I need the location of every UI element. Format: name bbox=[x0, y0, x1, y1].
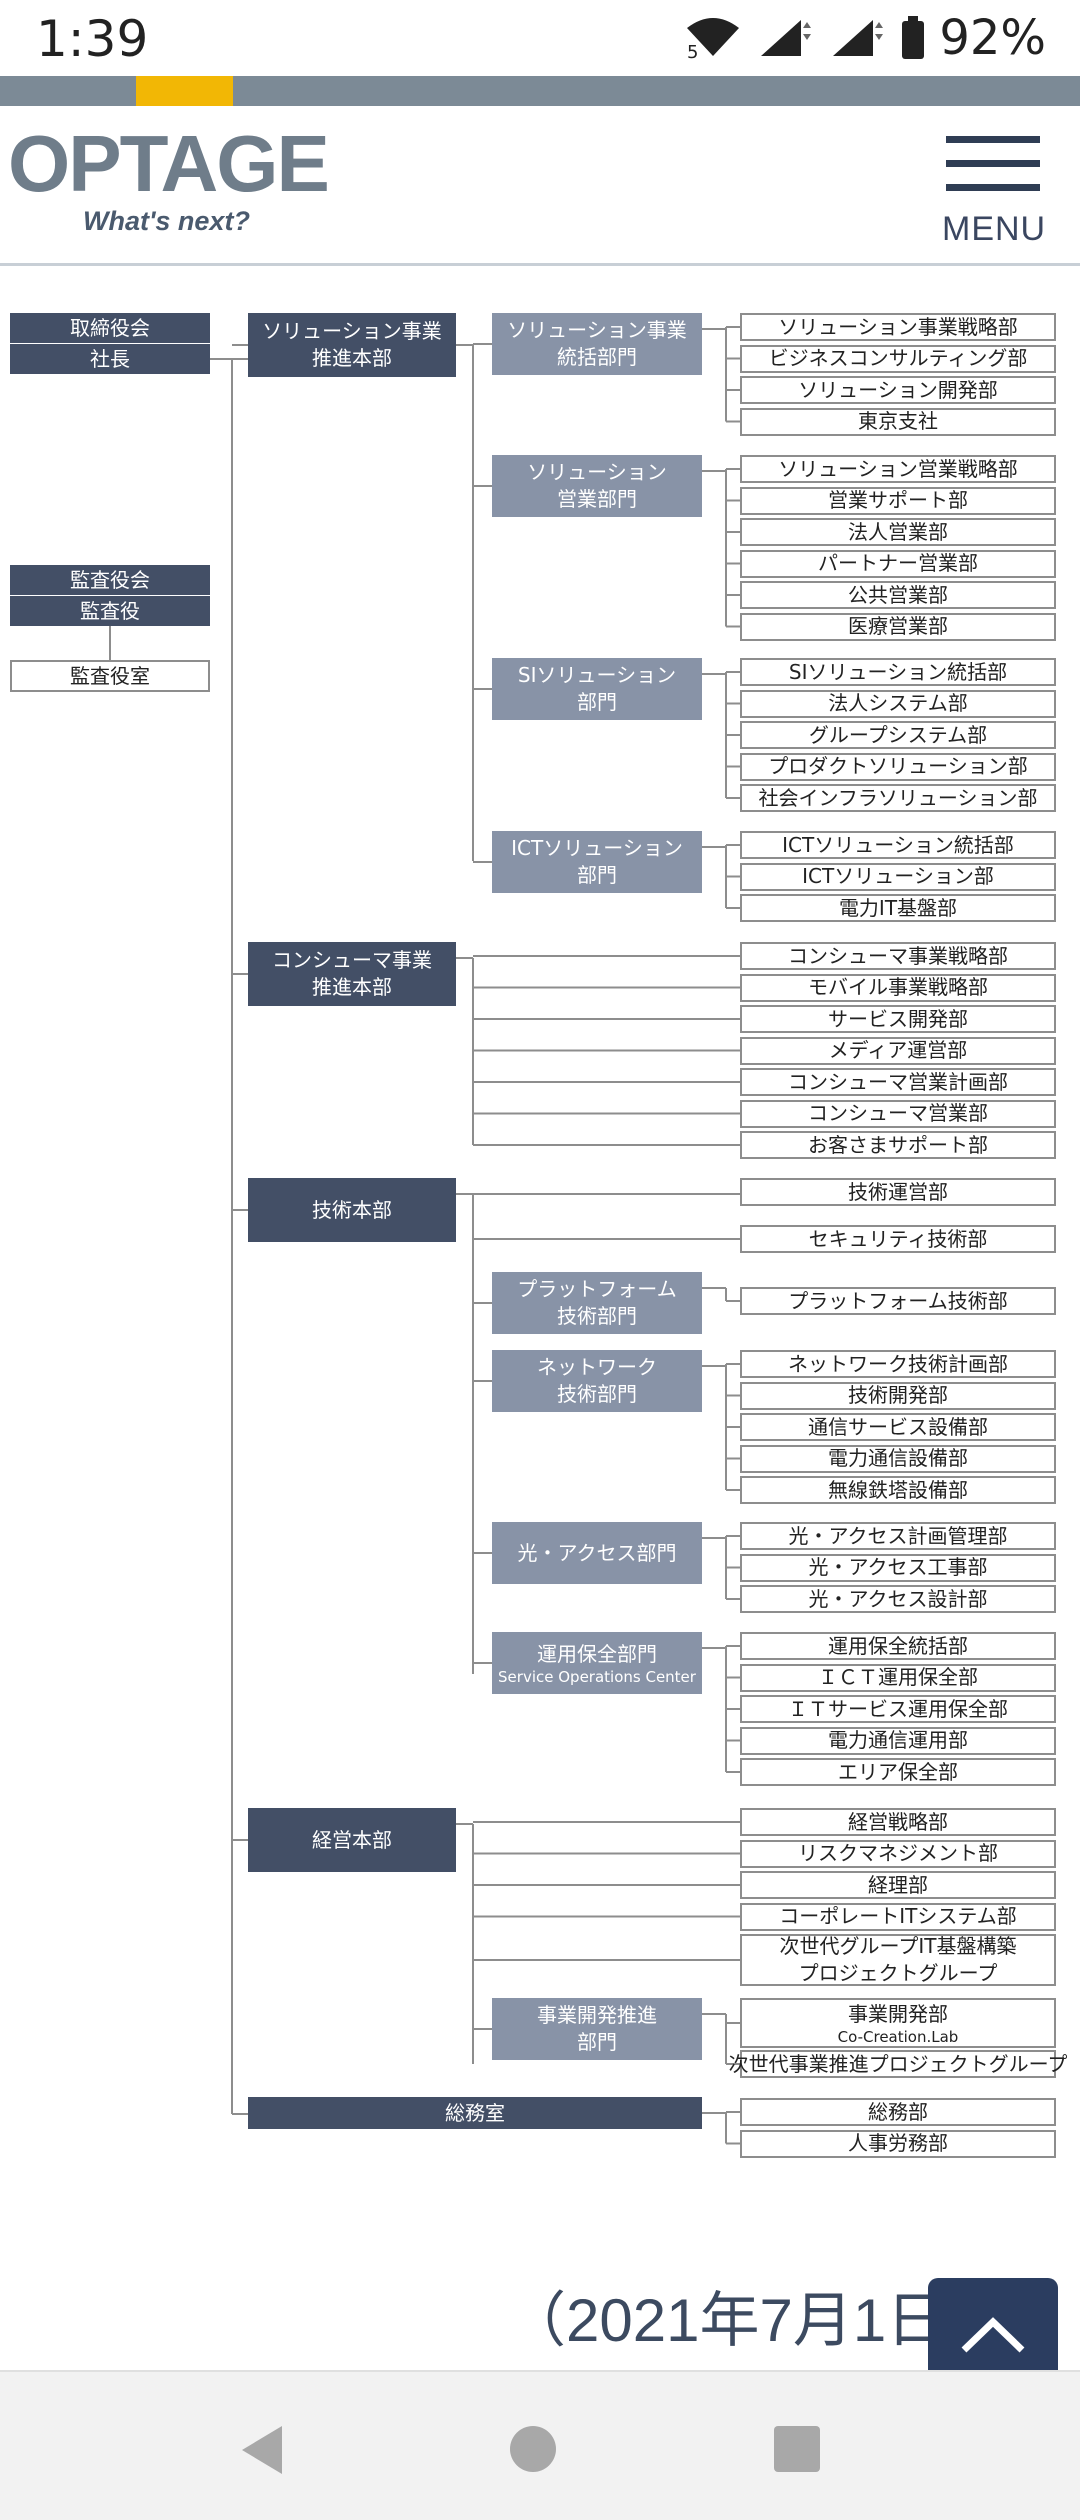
department-box: 光・アクセス計画管理部 bbox=[740, 1522, 1056, 1550]
box-subtitle: Service Operations Center bbox=[498, 1667, 696, 1686]
department-box: 人事労務部 bbox=[740, 2129, 1056, 2158]
department-box: SIソリューション統括部 bbox=[740, 658, 1056, 686]
department-box: ビジネスコンサルティング部 bbox=[740, 344, 1056, 373]
management-hq-box: 経営本部 bbox=[248, 1808, 456, 1872]
home-icon[interactable] bbox=[510, 2426, 556, 2472]
department-box: 東京支社 bbox=[740, 407, 1056, 436]
department-box: プロダクトソリューション部 bbox=[740, 752, 1056, 781]
consumer-hq-box: コンシューマ事業推進本部 bbox=[248, 942, 456, 1006]
solution-division-box: SIソリューション部門 bbox=[492, 658, 702, 720]
department-box: セキュリティ技術部 bbox=[740, 1225, 1056, 1253]
network-tag: 5 bbox=[687, 42, 698, 60]
department-box: 社会インフラソリューション部 bbox=[740, 784, 1056, 812]
department-box: 医療営業部 bbox=[740, 612, 1056, 641]
department-box: 通信サービス設備部 bbox=[740, 1413, 1056, 1441]
status-time: 1:39 bbox=[36, 10, 149, 68]
logo-wordmark: OPTAGE bbox=[8, 119, 330, 208]
general-affairs-box: 総務室 bbox=[248, 2097, 702, 2129]
department-box: ＩＴサービス運用保全部 bbox=[740, 1695, 1056, 1723]
department-box: 運用保全統括部 bbox=[740, 1632, 1056, 1660]
department-box: 次世代事業推進プロジェクトグループ bbox=[729, 2050, 1067, 2078]
department-box: コンシューマ事業戦略部 bbox=[740, 942, 1056, 970]
department-box: 電力IT基盤部 bbox=[740, 894, 1056, 922]
site-header: OPTAGE What's next? MENU bbox=[0, 106, 1080, 266]
reading-progress-fill bbox=[136, 76, 233, 106]
tech-division-box: ネットワーク技術部門 bbox=[492, 1350, 702, 1412]
status-bar: 1:39 5 92% bbox=[0, 0, 1080, 76]
org-chart-lines bbox=[109, 326, 740, 2145]
department-box: ネットワーク技術計画部 bbox=[740, 1350, 1056, 1378]
as-of-date: （2021年7月1日現 bbox=[506, 2287, 1007, 2354]
signal-icon bbox=[757, 16, 815, 60]
department-box: ＩＣＴ運用保全部 bbox=[740, 1663, 1056, 1692]
chevron-up-icon bbox=[961, 2317, 1025, 2353]
department-box: コンシューマ営業部 bbox=[740, 1099, 1056, 1128]
department-box: 技術運営部 bbox=[740, 1178, 1056, 1206]
menu-button[interactable]: MENU bbox=[942, 136, 1047, 256]
hamburger-icon bbox=[946, 136, 1040, 143]
solution-division-box: ソリューション営業部門 bbox=[492, 455, 702, 517]
department-box: 法人システム部 bbox=[740, 689, 1056, 718]
audit-office-box: 監査役室 bbox=[10, 660, 210, 692]
business-dev-division-box: 事業開発推進部門 bbox=[492, 1998, 702, 2060]
department-box: グループシステム部 bbox=[740, 721, 1056, 749]
department-box: 技術開発部 bbox=[740, 1381, 1056, 1410]
department-box: 経営戦略部 bbox=[740, 1808, 1056, 1836]
department-box: お客さまサポート部 bbox=[740, 1131, 1056, 1159]
recent-apps-icon[interactable] bbox=[774, 2426, 820, 2472]
department-box: ICTソリューション統括部 bbox=[740, 831, 1056, 859]
box-subtitle: Co-Creation.Lab bbox=[837, 2027, 959, 2046]
department-box: プラットフォーム技術部 bbox=[740, 1287, 1056, 1315]
department-box: 総務部 bbox=[740, 2098, 1056, 2126]
board-of-directors-box: 取締役会 bbox=[10, 313, 210, 343]
department-box: コーポレートITシステム部 bbox=[740, 1902, 1056, 1931]
org-chart: 取締役会社長監査役会監査役監査役室 ソリューション事業推進本部ソリューション事業統… bbox=[0, 268, 1080, 2368]
department-box: 電力通信設備部 bbox=[740, 1444, 1056, 1473]
logo-tagline: What's next? bbox=[83, 206, 250, 236]
wifi-icon: 5 bbox=[683, 16, 743, 60]
tech-hq-box: 技術本部 bbox=[248, 1178, 456, 1242]
department-box: 電力通信運用部 bbox=[740, 1726, 1056, 1755]
department-box: パートナー営業部 bbox=[740, 549, 1056, 578]
department-box-two-line: 次世代グループIT基盤構築プロジェクトグループ bbox=[740, 1934, 1056, 1986]
department-box: 公共営業部 bbox=[740, 581, 1056, 609]
back-to-top-button[interactable] bbox=[928, 2278, 1058, 2374]
solution-hq-box: ソリューション事業推進本部 bbox=[248, 313, 456, 377]
department-box: サービス開発部 bbox=[740, 1005, 1056, 1033]
audit-board-box: 監査役会 bbox=[10, 565, 210, 595]
department-box: ソリューション事業戦略部 bbox=[740, 313, 1056, 341]
auditor-box: 監査役 bbox=[10, 596, 210, 626]
solution-division-box: ICTソリューション部門 bbox=[492, 831, 702, 893]
signal-icon-2 bbox=[829, 16, 887, 60]
menu-label: MENU bbox=[942, 210, 1047, 248]
back-icon[interactable] bbox=[238, 2424, 286, 2476]
department-box: 無線鉄塔設備部 bbox=[740, 1476, 1056, 1504]
solution-division-box: ソリューション事業統括部門 bbox=[492, 313, 702, 375]
system-nav-bar bbox=[0, 2370, 1080, 2520]
department-box: リスクマネジメント部 bbox=[740, 1839, 1056, 1868]
department-box: ICTソリューション部 bbox=[740, 862, 1056, 891]
tech-division-box: プラットフォーム技術部門 bbox=[492, 1272, 702, 1334]
department-box: ソリューション開発部 bbox=[740, 376, 1056, 404]
department-box: 法人営業部 bbox=[740, 518, 1056, 546]
optage-logo[interactable]: OPTAGE What's next? bbox=[8, 119, 330, 237]
battery-level: 92% bbox=[939, 10, 1046, 66]
department-box: 光・アクセス工事部 bbox=[740, 1553, 1056, 1582]
status-icons: 5 92% bbox=[683, 10, 1046, 66]
department-box: 営業サポート部 bbox=[740, 486, 1056, 515]
battery-icon bbox=[901, 16, 925, 60]
department-box: ソリューション営業戦略部 bbox=[740, 455, 1056, 483]
department-box: 光・アクセス設計部 bbox=[740, 1585, 1056, 1613]
tech-division-box: 光・アクセス部門 bbox=[492, 1522, 702, 1584]
department-box: エリア保全部 bbox=[740, 1758, 1056, 1786]
department-box: モバイル事業戦略部 bbox=[740, 973, 1056, 1002]
president-box: 社長 bbox=[10, 344, 210, 374]
department-box: 経理部 bbox=[740, 1871, 1056, 1899]
department-box: メディア運営部 bbox=[740, 1036, 1056, 1065]
department-box: コンシューマ営業計画部 bbox=[740, 1068, 1056, 1096]
